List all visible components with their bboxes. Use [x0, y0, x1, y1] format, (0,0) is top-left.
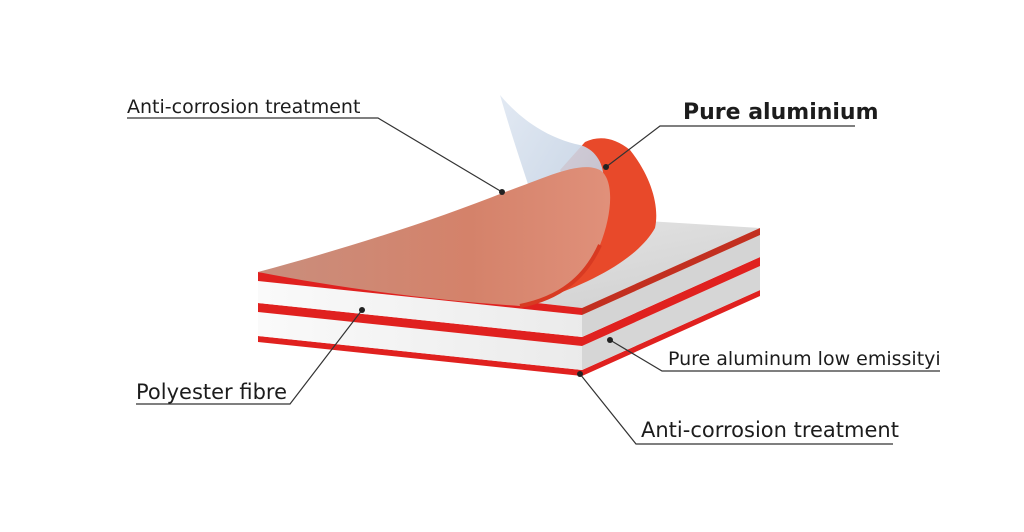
upper-polyester-layer [258, 235, 760, 337]
label-pure-aluminum-low-emissivity: Pure aluminum low emissityi [668, 348, 940, 370]
leader-lines [127, 117, 940, 445]
leader-low-emissivity [609, 339, 940, 372]
leader-pure-aluminium [605, 125, 855, 168]
lower-polyester-layer [258, 266, 760, 370]
bottom-anti-corrosion-layer [258, 290, 760, 376]
label-polyester-fibre: Polyester fibre [136, 380, 287, 404]
middle-anti-corrosion-layer [258, 257, 760, 346]
leader-anti-corrosion-bottom [579, 373, 893, 445]
label-anti-corrosion-treatment-bottom: Anti-corrosion treatment [641, 418, 899, 442]
leader-polyester-fibre [136, 309, 363, 405]
leader-dots [359, 164, 613, 377]
label-anti-corrosion-treatment-top: Anti-corrosion treatment [127, 96, 361, 118]
peel-front-face [258, 167, 611, 308]
leader-anti-corrosion-top [127, 117, 503, 193]
label-pure-aluminium: Pure aluminium [683, 100, 879, 125]
